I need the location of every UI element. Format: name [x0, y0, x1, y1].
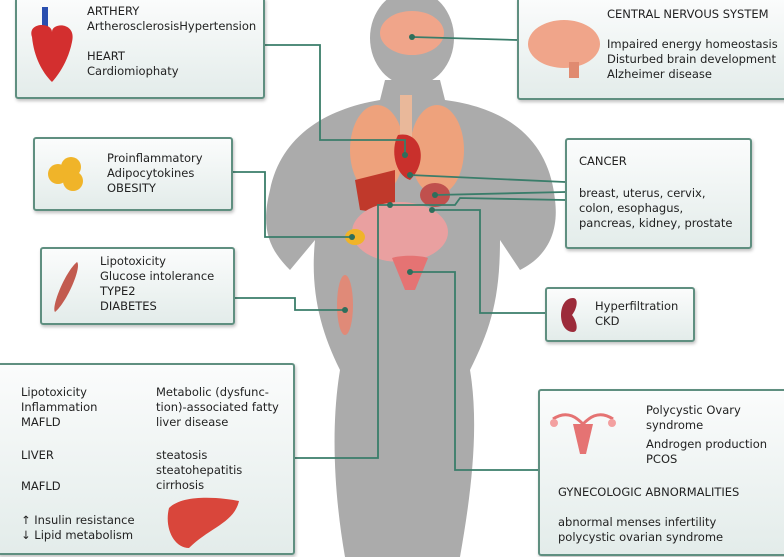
kidney-label: CKD — [595, 314, 620, 328]
uterus-icon — [550, 413, 616, 454]
liver-label: MAFLD — [21, 479, 61, 493]
gyn-item: Polycystic Ovary — [646, 403, 741, 417]
liver-item: ↑ Insulin resistance — [21, 513, 135, 527]
diabetes-label: TYPE2 — [100, 284, 136, 298]
liver-box: Lipotoxicity Inflammation MAFLD LIVER MA… — [0, 363, 295, 555]
gyn-item: Androgen production — [646, 437, 768, 451]
cancer-item: colon, esophagus, — [579, 201, 684, 215]
diabetes-item: Glucose intolerance — [100, 269, 215, 283]
liver-desc: Metabolic (dysfunc- — [156, 385, 269, 399]
liver-desc: steatohepatitis — [156, 463, 243, 477]
heart-conditions: Cardiomiophaty — [87, 64, 179, 78]
diabetes-item: Lipotoxicity — [100, 254, 166, 268]
artery-conditions: ArtherosclerosisHypertension — [87, 19, 257, 33]
cancer-item: breast, uterus, cervix, — [579, 186, 706, 200]
cns-item: Impaired energy homeostasis — [607, 37, 778, 51]
liver-item: Lipotoxicity — [21, 385, 87, 399]
artery-label: ARTHERY — [87, 4, 140, 18]
cancer-item: pancreas, kidney, prostate — [579, 216, 733, 230]
gyn-item: abnormal menses infertility — [558, 515, 717, 529]
liver-desc: liver disease — [156, 415, 229, 429]
diabetes-box: Lipotoxicity Glucose intolerance TYPE2 D… — [40, 247, 235, 325]
kidney-box: Hyperfiltration CKD — [545, 287, 695, 342]
adipose-icon — [48, 157, 83, 191]
gynecologic-box: Polycystic Ovary syndrome Androgen produ… — [538, 389, 784, 556]
obesity-box: Proinflammatory Adipocytokines OBESITY — [33, 137, 233, 211]
cns-box: CENTRAL NERVOUS SYSTEM Impaired energy h… — [517, 0, 784, 100]
liver-desc: cirrhosis — [156, 478, 205, 492]
gyn-title: GYNECOLOGIC ABNORMALITIES — [558, 485, 740, 499]
muscle-icon — [54, 262, 78, 312]
obesity-item: Proinflammatory — [107, 151, 203, 165]
liver-desc: tion)-associated fatty — [156, 400, 279, 414]
gyn-item: polycystic ovarian syndrome — [558, 530, 724, 544]
liver-item: ↓ Lipid metabolism — [21, 528, 134, 542]
liver-icon — [167, 497, 239, 548]
cns-item: Disturbed brain development — [607, 52, 776, 66]
cns-title: CENTRAL NERVOUS SYSTEM — [607, 7, 769, 21]
heart-icon — [31, 7, 73, 82]
cancer-title: CANCER — [579, 154, 627, 168]
liver-item: Inflammation — [21, 400, 98, 414]
liver-desc: steatosis — [156, 448, 208, 462]
gyn-item: syndrome — [646, 418, 704, 432]
cancer-box: CANCER breast, uterus, cervix, colon, es… — [565, 138, 752, 249]
kidney-item: Hyperfiltration — [595, 299, 679, 313]
liver-item: MAFLD — [21, 415, 61, 429]
heart-label: HEART — [87, 49, 125, 63]
kidney-icon — [561, 298, 577, 332]
obesity-item: Adipocytokines — [107, 166, 195, 180]
heart-box: ARTHERY ArtherosclerosisHypertension HEA… — [15, 0, 265, 99]
obesity-label: OBESITY — [107, 181, 156, 195]
gyn-item: PCOS — [646, 452, 678, 466]
diabetes-label: DIABETES — [100, 299, 157, 313]
brain-icon — [528, 20, 600, 78]
cns-item: Alzheimer disease — [607, 67, 712, 81]
liver-label: LIVER — [21, 448, 54, 462]
